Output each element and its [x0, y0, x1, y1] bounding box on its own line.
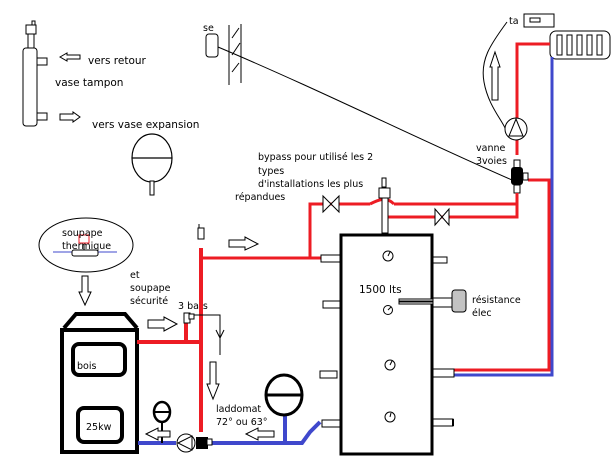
securite-label-line2: soupape	[130, 283, 171, 294]
radiator-supply-pipe	[432, 42, 551, 372]
large-expansion-vessel-icon	[264, 373, 304, 417]
arrow-right-icon	[59, 111, 81, 123]
radiator-return-pipe	[432, 57, 554, 377]
vase-tampon-label: vase tampon	[55, 77, 123, 89]
pressure-label: 3 bars	[178, 301, 208, 312]
arrow-left-icon-3	[244, 427, 275, 441]
tank-volume-label: 1500 lts	[359, 284, 402, 296]
wall-icon	[228, 24, 242, 85]
electric-heater-icon	[398, 289, 467, 313]
arrow-left-icon	[58, 52, 81, 62]
tank-left-ports	[319, 254, 341, 428]
flow-arrow-up-icon	[489, 50, 501, 101]
soupape-sensor	[78, 234, 90, 244]
soupape-label-line1: soupape	[62, 228, 103, 239]
air-vent	[197, 227, 205, 240]
laddomat-pump-icon	[176, 433, 213, 453]
radiator-pump-icon	[504, 117, 528, 141]
laddomat-label-line1: laddomat	[216, 404, 261, 415]
soupape-label-line2: thermique	[62, 241, 111, 252]
bypass-valve-2-icon	[434, 207, 450, 227]
boiler-return-pipe	[138, 415, 322, 445]
bypass-label-line2: types	[258, 166, 284, 177]
thermostat-label: ta	[509, 16, 519, 27]
expansion-vessel-icon	[131, 133, 173, 196]
resistance-label-line1: résistance	[472, 295, 521, 306]
tank-right-ports	[432, 256, 455, 427]
arrow-right-icon-3	[228, 236, 260, 251]
arrow-down-icon-2	[206, 361, 220, 401]
resistance-label-line2: élec	[472, 308, 492, 319]
boiler-fuel-label: bois	[77, 361, 96, 372]
arrow-down-icon	[78, 275, 92, 307]
vers-vase-expansion-label: vers vase expansion	[92, 119, 199, 131]
vers-retour-label: vers retour	[88, 55, 147, 67]
vanne-label-line2: 3voies	[476, 156, 507, 167]
vanne-label-line1: vanne	[476, 143, 505, 154]
bypass-valve-1-icon	[322, 194, 340, 214]
thermostat-wire	[482, 21, 508, 131]
safety-valve-icon	[183, 312, 225, 355]
bypass-label-line1: bypass pour utilisé les 2	[258, 152, 373, 163]
securite-label-line3: sécurité	[130, 296, 168, 307]
tank-top-fitting	[378, 177, 391, 234]
radiator-icon	[549, 30, 611, 60]
securite-label-line1: et	[130, 270, 140, 281]
laddomat-label-line2: 72° ou 63°	[216, 417, 268, 428]
arrow-right-icon-2	[147, 316, 179, 332]
boiler-flow-pipe	[137, 248, 203, 432]
wood-boiler	[60, 312, 139, 454]
soupape-body	[71, 249, 99, 257]
three-way-valve-icon	[511, 159, 529, 194]
outdoor-sensor	[205, 33, 219, 58]
thermostat-display	[529, 17, 541, 23]
storage-tank	[339, 233, 434, 456]
bypass-label-line3: d'installations les plus	[258, 179, 363, 190]
bypass-label-line4: répandues	[235, 192, 285, 203]
arrow-left-icon-2	[144, 427, 171, 441]
sonde-exterieure-label: se	[203, 23, 214, 34]
vase-tampon-symbol	[22, 20, 48, 127]
boiler-power-label: 25kw	[86, 422, 112, 433]
soupape-thermique-callout	[38, 217, 134, 273]
sensor-wire	[217, 46, 513, 181]
small-expansion-vessel-icon	[152, 400, 172, 443]
bypass-pipes	[202, 193, 519, 260]
thermometer-icons	[382, 250, 396, 423]
